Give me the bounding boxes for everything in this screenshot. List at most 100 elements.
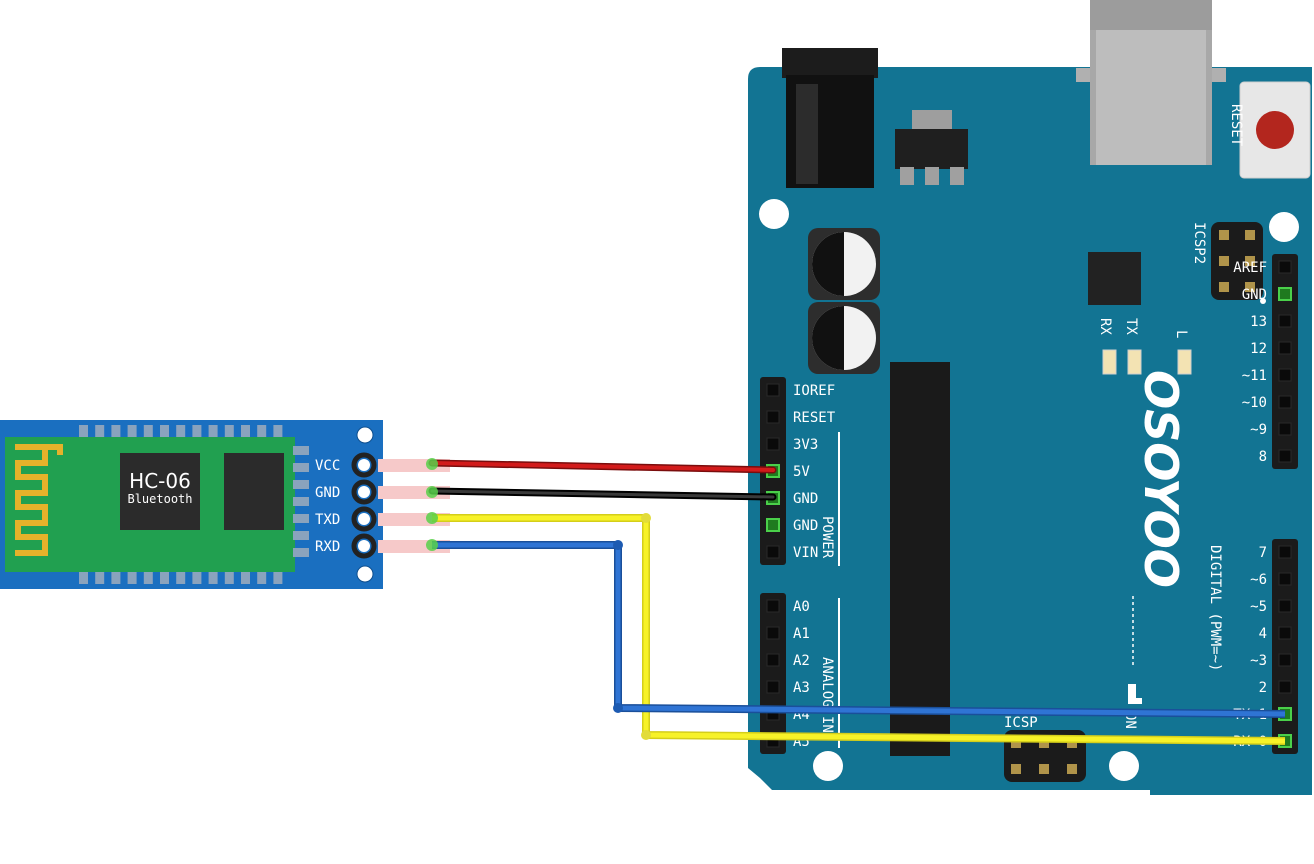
icsp2-label: ICSP2	[1191, 222, 1207, 264]
mount-hole	[813, 751, 843, 781]
pin-label: RESET	[793, 410, 836, 426]
header-pin	[1278, 314, 1292, 328]
header-pin	[1278, 341, 1292, 355]
module-pads	[79, 425, 283, 584]
header-pin	[766, 437, 780, 451]
pin-label: ~11	[1242, 368, 1267, 384]
header-body	[760, 593, 786, 754]
pin-label: A0	[793, 599, 810, 615]
microcontroller-chip	[890, 362, 950, 756]
module-pad	[143, 425, 153, 440]
module-pin-label-txd: TXD	[315, 512, 340, 528]
module-pad	[95, 569, 105, 584]
module-subtitle: Bluetooth	[127, 492, 192, 506]
pin-label: 4	[1259, 626, 1267, 642]
module-pad	[224, 425, 234, 440]
pin-label: 5V	[793, 464, 810, 480]
pin-label: ~5	[1250, 599, 1267, 615]
header-pin	[766, 545, 780, 559]
reset-button[interactable]	[1239, 81, 1311, 179]
module-pins	[351, 452, 377, 559]
pin-label: ~9	[1250, 422, 1267, 438]
header-pin	[1278, 395, 1292, 409]
digital-group-label: DIGITAL (PWM=~)	[1207, 545, 1223, 671]
mount-hole	[1109, 751, 1139, 781]
module-pad	[127, 425, 137, 440]
pin-leads	[378, 459, 450, 553]
wire-ends	[426, 458, 438, 551]
led-label-tx: TX	[1123, 318, 1139, 335]
module-pad	[257, 569, 267, 584]
module-pad	[192, 425, 202, 440]
module-pad	[273, 569, 283, 584]
header-body	[1272, 539, 1298, 754]
wires	[351, 452, 1286, 745]
header-pin	[766, 410, 780, 424]
pin-label: 2	[1259, 680, 1267, 696]
power-group-label: POWER	[819, 516, 835, 559]
module-title: HC-06	[129, 469, 191, 493]
module-pad	[241, 425, 250, 440]
module-pad	[208, 425, 218, 440]
pin-label: A3	[793, 680, 810, 696]
module-pad	[273, 425, 283, 440]
pin-label: VIN	[793, 545, 818, 561]
icsp-label: ICSP	[1004, 715, 1038, 731]
board-logo: OSOYOO	[1134, 370, 1188, 588]
pin-label: ~10	[1242, 395, 1267, 411]
mount-hole	[356, 426, 374, 444]
pin-label: GND	[793, 491, 818, 507]
header-pin	[766, 518, 780, 532]
bluetooth-chip	[120, 453, 200, 530]
pin-label: A1	[793, 626, 810, 642]
pin-label: ~6	[1250, 572, 1267, 588]
pin-label: 3V3	[793, 437, 818, 453]
led-label-l: L	[1173, 330, 1189, 338]
pin-label: 7	[1259, 545, 1267, 561]
header-pin	[766, 626, 780, 640]
header-pin	[1278, 653, 1292, 667]
pin-label: IOREF	[793, 383, 835, 399]
module-pad	[79, 425, 88, 440]
pin-label: GND	[1242, 287, 1267, 303]
header-pin	[1278, 449, 1292, 463]
led-label-rx: RX	[1097, 318, 1113, 335]
board-body	[748, 67, 1312, 795]
module-pad	[192, 569, 202, 584]
module-pad	[127, 569, 137, 584]
header-pin	[1278, 260, 1292, 274]
module-pin-label-vcc: VCC	[315, 458, 340, 474]
pin-label: A2	[793, 653, 810, 669]
usb-chip	[1088, 252, 1141, 305]
analog-group-label: ANALOG IN	[819, 657, 835, 733]
header-pin	[1278, 599, 1292, 613]
capacitor	[808, 228, 880, 300]
header-body	[1272, 254, 1298, 469]
header-pin	[1278, 368, 1292, 382]
mount-hole	[1269, 212, 1299, 242]
header-pin	[1278, 545, 1292, 559]
pin-label: GND	[793, 518, 818, 534]
module-pin-label-rxd: RXD	[315, 539, 340, 555]
module-pad	[95, 425, 105, 440]
flash-chip	[224, 453, 284, 530]
status-leds: RX TX L	[1097, 318, 1192, 375]
mount-hole	[356, 565, 374, 583]
side-pads	[293, 446, 309, 557]
header-pin	[766, 653, 780, 667]
mount-hole	[759, 199, 789, 229]
module-pad	[176, 569, 186, 584]
icsp2-header	[1211, 222, 1266, 304]
voltage-regulator	[895, 110, 968, 185]
arduino-board: RESET ICSP2 RX TX L OSOYOO	[748, 0, 1312, 795]
reset-label: RESET	[1228, 104, 1244, 147]
capacitor	[808, 302, 880, 374]
module-pad	[241, 569, 250, 584]
antenna-trace	[15, 444, 48, 556]
pin-label: 8	[1259, 449, 1267, 465]
